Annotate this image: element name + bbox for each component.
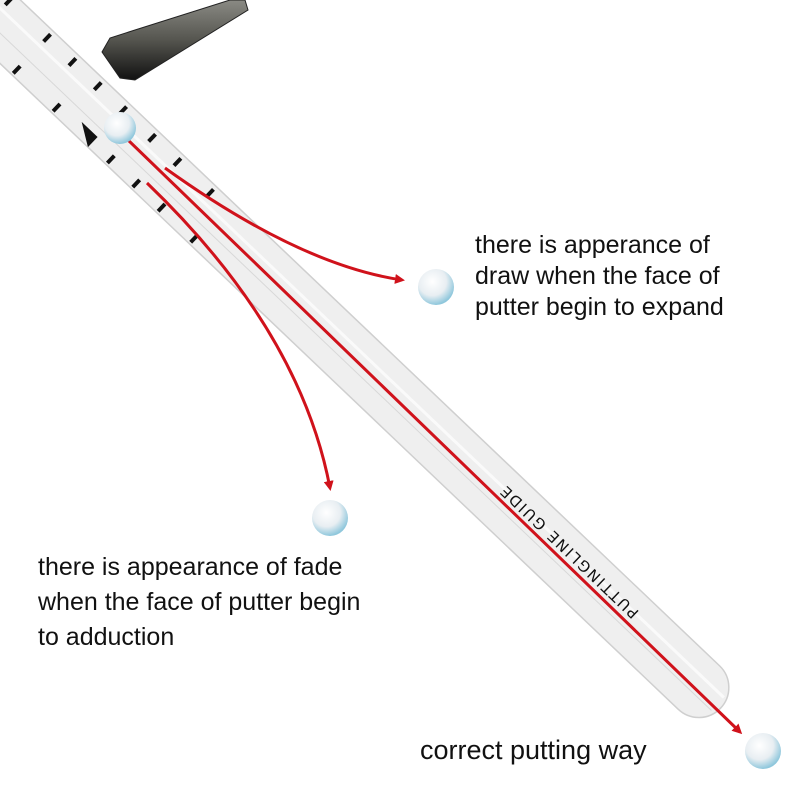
correct-caption: correct putting way — [420, 735, 647, 765]
fade-caption-line: when the face of putter begin — [38, 588, 361, 616]
draw-path-line — [164, 166, 405, 284]
golf-ball-fade — [312, 500, 348, 536]
ruler-ticks — [3, 0, 215, 244]
fade-path-line — [145, 181, 334, 491]
golf-ball-draw — [418, 269, 454, 305]
draw-caption-line: putter begin to expand — [475, 293, 724, 321]
putter-head — [101, 0, 249, 81]
fade-caption-line: there is appearance of fade — [38, 553, 343, 581]
fade-caption-line: to adduction — [38, 623, 175, 651]
golf-ball-correct — [745, 733, 781, 769]
draw-caption-line: there is apperance of — [475, 231, 710, 259]
fade-caption: there is appearance of fade when the fac… — [38, 550, 360, 655]
ruler-aim-marker — [81, 121, 98, 148]
draw-caption: there is apperance of draw when the face… — [475, 230, 724, 323]
golf-ball-start — [104, 112, 136, 144]
correct-path-line — [126, 138, 743, 735]
draw-caption-line: draw when the face of — [475, 262, 720, 290]
